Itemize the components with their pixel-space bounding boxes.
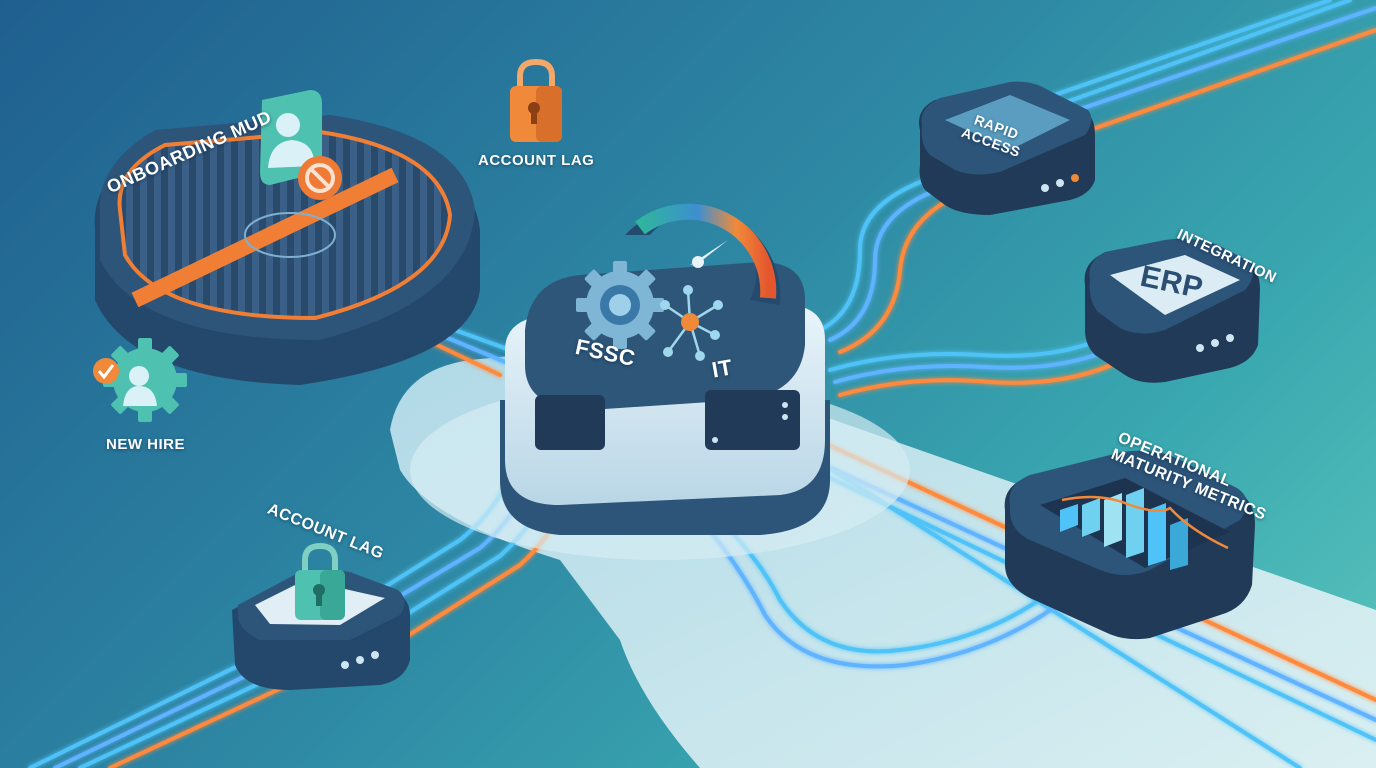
account-lag-top-label: ACCOUNT LAG: [478, 152, 595, 169]
new-hire-gear-icon: [103, 338, 187, 422]
hub-it-label: IT: [709, 354, 735, 383]
rapid-access-module: [919, 81, 1095, 215]
no-entry-icon: [298, 156, 342, 200]
cable-hub-rapid-access: [818, 173, 972, 354]
gauge-icon: [625, 203, 781, 305]
bar-chart-icon: [1060, 488, 1229, 570]
gear-icon: [576, 261, 664, 349]
central-hub: [410, 262, 910, 560]
onboarding-mud-module: [94, 115, 480, 385]
cable-bottom-left-edge: [28, 658, 292, 768]
checkmark-icon: [93, 358, 119, 384]
cable-trunk-top-right: [1038, 0, 1376, 132]
network-icon: [660, 285, 723, 361]
new-hire-label: NEW HIRE: [106, 436, 185, 453]
lock-icon-bottom: [295, 542, 345, 620]
erp-module: [1084, 238, 1260, 383]
lock-icon: [510, 58, 562, 142]
cable-hub-erp: [828, 333, 1142, 397]
